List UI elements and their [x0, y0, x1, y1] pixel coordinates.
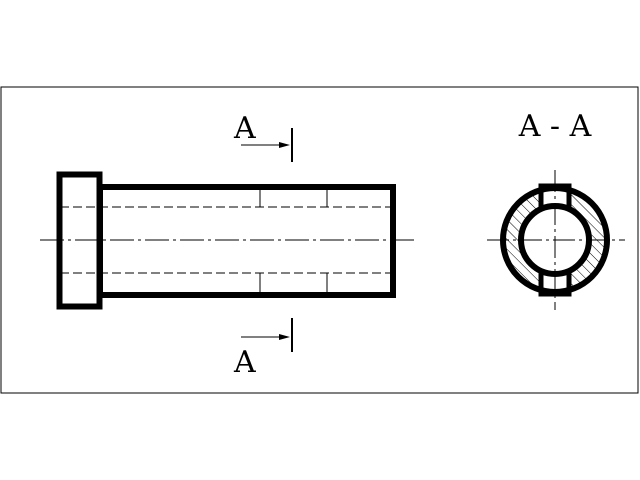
section-title: A - A [518, 109, 592, 144]
section-letter-top: A [233, 111, 256, 146]
arrow-icon [279, 334, 290, 340]
section-view [487, 170, 625, 310]
section-letter-bottom: A [233, 345, 256, 380]
side-view [40, 171, 415, 310]
pin-body [97, 184, 396, 298]
drawing-frame [0, 86, 639, 394]
section-marker-bottom: A [233, 318, 293, 380]
arrow-icon [279, 142, 290, 148]
section-marker-top: A [233, 111, 293, 162]
